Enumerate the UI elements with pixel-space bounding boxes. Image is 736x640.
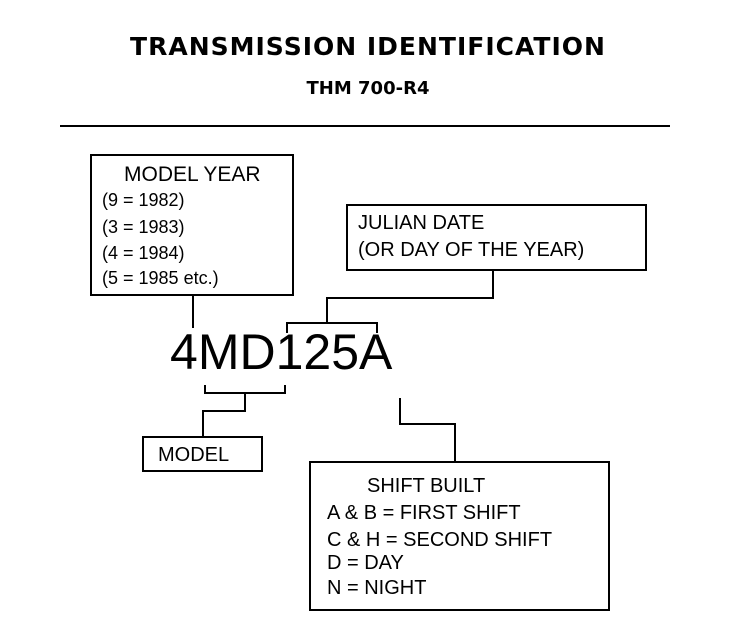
julian-date-line-2: (OR DAY OF THE YEAR) — [358, 239, 585, 261]
shift-built-line-1: A & B = FIRST SHIFT — [327, 502, 521, 524]
shift-built-heading: SHIFT BUILT — [367, 475, 486, 497]
code-julian-digits: 125 — [275, 324, 360, 380]
model-label: MODEL — [158, 444, 230, 466]
model-box: MODEL — [142, 436, 263, 472]
julian-date-line-1: JULIAN DATE — [358, 212, 485, 234]
shift-connector — [399, 398, 456, 462]
model-year-line-3: (4 = 1984) — [102, 243, 185, 263]
model-year-line-2: (3 = 1983) — [102, 217, 185, 237]
transmission-code: 4MD125A — [170, 327, 392, 377]
model-year-box: MODEL YEAR (9 = 1982) (3 = 1983) (4 = 19… — [90, 154, 294, 296]
model-year-heading: MODEL YEAR — [124, 163, 261, 186]
julian-date-connector — [326, 270, 494, 323]
header-divider — [60, 125, 670, 127]
code-model-letters: MD — [197, 324, 276, 380]
julian-date-box: JULIAN DATE (OR DAY OF THE YEAR) — [346, 204, 647, 271]
julian-date-bracket — [286, 322, 378, 333]
code-shift-letter: A — [359, 324, 393, 380]
model-connector — [202, 393, 246, 437]
shift-built-line-2: C & H = SECOND SHIFT — [327, 529, 553, 551]
model-year-line-4: (5 = 1985 etc.) — [102, 268, 219, 288]
model-bracket — [204, 385, 286, 394]
diagram-subtitle: THM 700-R4 — [306, 78, 430, 99]
shift-built-line-3: D = DAY — [327, 552, 404, 574]
shift-built-line-4: N = NIGHT — [327, 577, 427, 599]
model-year-line-1: (9 = 1982) — [102, 190, 185, 210]
diagram-title: TRANSMISSION IDENTIFICATION — [130, 32, 606, 61]
shift-built-box: SHIFT BUILT A & B = FIRST SHIFT C & H = … — [309, 461, 610, 611]
code-year-digit: 4 — [170, 324, 198, 380]
